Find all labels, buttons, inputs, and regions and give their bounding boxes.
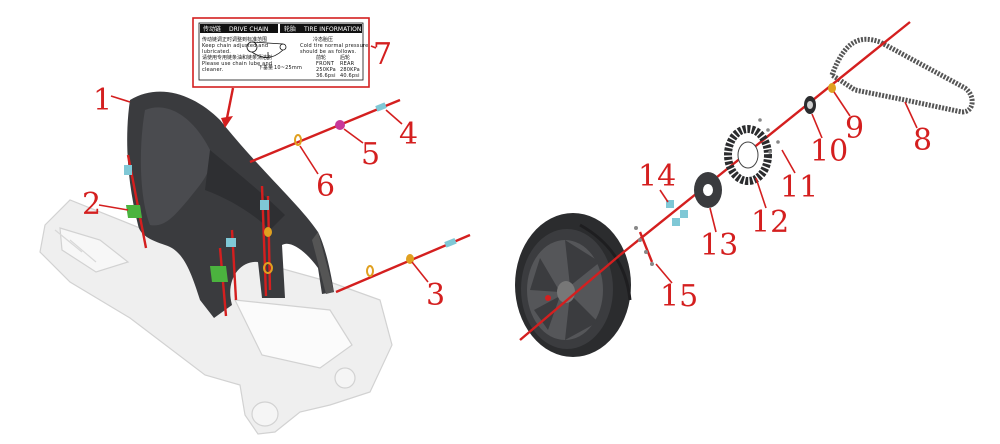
tire-info-en: TIRE INFORMATION	[303, 26, 361, 33]
callout-6: 6	[316, 169, 335, 204]
drive-chain-en: DRIVE CHAIN	[229, 26, 268, 33]
chain-text-en-4: cleaner.	[202, 67, 224, 73]
chain-text-en-1: Keep chain adjusted and	[202, 43, 268, 49]
rear-en: REAR	[340, 61, 355, 67]
front-en: FRONT	[316, 61, 335, 67]
callout-14: 14	[638, 159, 676, 194]
callout-15: 15	[660, 279, 698, 314]
rear-wheel	[515, 213, 632, 357]
chain-sag-icon	[246, 41, 287, 60]
front-kpa: 250KPa	[316, 67, 336, 73]
tire-info-cn: 轮胎	[284, 25, 296, 33]
callout-13: 13	[700, 228, 738, 263]
chain-text-en-2: lubricated.	[202, 49, 231, 55]
tire-en-2: should be as follows.	[300, 49, 357, 55]
drive-chain	[828, 36, 975, 115]
rear-psi: 40.6psi	[340, 73, 360, 79]
callout-12: 12	[751, 205, 789, 240]
info-sticker: 传动链 DRIVE CHAIN 轮胎 TIRE INFORMATION 传动链调…	[192, 17, 370, 88]
callout-7: 7	[373, 37, 392, 72]
sticker-header-left	[200, 24, 278, 33]
sticker-header-right	[280, 24, 362, 33]
swingarm-ghost	[39, 199, 393, 435]
callout-numbers: 1 2 3 4 5 6 7 8 9 10 11 12 13 14 15	[82, 37, 932, 314]
rear-fender	[127, 91, 334, 318]
callout-9: 9	[845, 111, 864, 146]
rear-kpa: 280KPa	[340, 67, 360, 73]
tire-en-1: Cold tire normal pressure	[300, 43, 368, 49]
right-hardware	[634, 83, 836, 266]
front-psi: 36.6psi	[316, 73, 336, 79]
chain-text-cn-2: 请使用专用链条油和链条清洁剂	[202, 54, 272, 61]
slack-value: 10~25mm	[274, 65, 302, 71]
callout-1: 1	[93, 83, 112, 118]
front-cn: 前轮	[316, 54, 326, 61]
chain-text-en-3: Please use chain lube and	[202, 61, 272, 67]
sticker-pointer-arrow	[221, 116, 233, 128]
callout-10: 10	[810, 134, 848, 169]
rear-cn: 后轮	[340, 54, 350, 61]
left-hardware	[124, 102, 457, 282]
callout-8: 8	[913, 123, 932, 158]
callout-11: 11	[780, 170, 818, 205]
callout-2: 2	[82, 187, 101, 222]
tire-cn: 冷态胎压	[313, 36, 333, 43]
callout-4: 4	[399, 117, 418, 152]
callout-5: 5	[361, 137, 380, 172]
callout-3: 3	[426, 278, 445, 313]
chain-text-cn-1: 传动链调正时调整到标准范围	[202, 36, 267, 43]
drive-chain-cn: 传动链	[203, 25, 221, 33]
slack-cn: 下垂量	[258, 64, 273, 71]
